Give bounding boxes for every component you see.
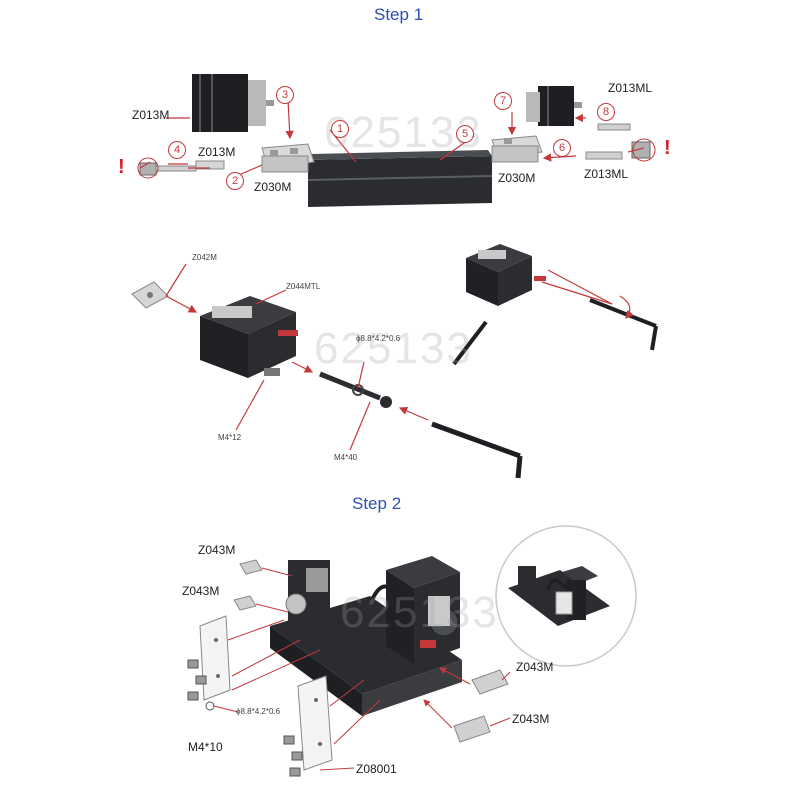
side-plate-right [297, 675, 333, 771]
step1-title: Step 1 [374, 5, 424, 24]
label-m4-40: M4*40 [334, 453, 358, 462]
lathe-assembly [270, 556, 462, 716]
screw-left-1 [139, 162, 197, 176]
label-z08001: Z08001 [356, 762, 397, 776]
label-z043m-4: Z043M [512, 712, 550, 726]
label-z030m-right: Z030M [498, 171, 536, 185]
label-z043m-3: Z043M [516, 660, 554, 674]
callout-7: 7 [494, 92, 512, 110]
motor-right [526, 86, 582, 126]
label-z013m-top: Z013M [132, 108, 170, 122]
callout-1: 1 [331, 120, 349, 138]
label-z013ml-bot: Z013ML [584, 167, 629, 181]
warning-mark-left: ! [118, 156, 125, 178]
warning-mark-right: ! [664, 137, 671, 159]
rotate-arrow [619, 295, 634, 319]
label-z030m-left: Z030M [254, 180, 292, 194]
wedge-parts [233, 559, 509, 743]
label-z042m: Z042M [192, 253, 217, 262]
section2-callout-lines [165, 263, 613, 451]
tailstock-block-large [200, 296, 298, 378]
watermark-2: 625133 [314, 324, 473, 373]
clamp-block-left [261, 143, 315, 173]
screw-right-1 [597, 123, 631, 131]
callout-8: 8 [597, 103, 615, 121]
motor-left [192, 74, 274, 132]
label-m4-12: M4*12 [218, 433, 242, 442]
label-z044mtl: Z044MTL [286, 282, 321, 291]
screws-right-column [283, 735, 303, 777]
callout-5: 5 [456, 125, 474, 143]
callout-2: 2 [226, 172, 244, 190]
detail-inset-circle [495, 525, 637, 667]
label-z013m-mid: Z013M [198, 145, 236, 159]
label-washer-2: ϕ8.8*4.2*0.6 [236, 707, 281, 716]
detail-ring-right [632, 138, 656, 162]
callout-6: 6 [553, 139, 571, 157]
side-plate-left [199, 615, 231, 701]
lathe-bed-rail [307, 150, 493, 207]
hex-key-small [452, 320, 488, 366]
watermark-3: 625133 [340, 588, 499, 637]
label-washer-1: ϕ8.8*4.2*0.6 [356, 334, 401, 343]
nut-plate [131, 281, 169, 309]
watermark-1: 625133 [324, 108, 483, 157]
screw-right-2 [585, 141, 651, 160]
hex-key-short [589, 298, 658, 351]
label-z013ml-top: Z013ML [608, 81, 653, 95]
tailstock-block-small [466, 244, 546, 306]
screw-left-2 [195, 160, 225, 170]
label-z043m-2: Z043M [182, 584, 220, 598]
label-m4-10: M4*10 [188, 740, 223, 754]
label-z043m-1: Z043M [198, 543, 236, 557]
callout-3: 3 [276, 86, 294, 104]
step2-callout-lines [213, 567, 511, 771]
callout-4: 4 [168, 141, 186, 159]
screws-left-column [187, 659, 215, 711]
step2-title: Step 2 [352, 494, 402, 513]
detail-ring-left [137, 157, 159, 179]
clamp-block-right [491, 135, 543, 163]
hex-key-long [431, 421, 523, 479]
long-bolt [319, 371, 392, 408]
